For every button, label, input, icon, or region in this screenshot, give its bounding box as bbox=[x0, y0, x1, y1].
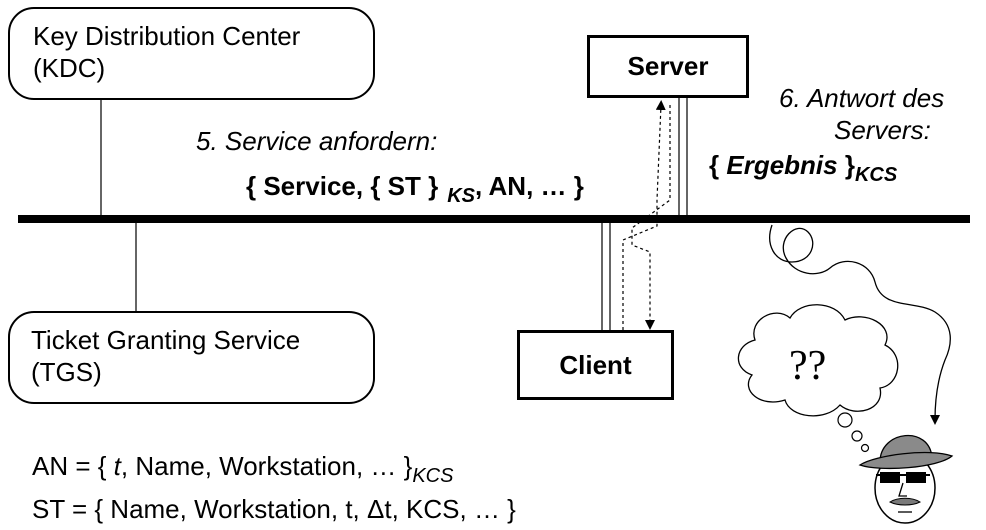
thought-bubble-small bbox=[860, 443, 870, 453]
step6-msg-word: Ergebnis bbox=[726, 150, 838, 180]
kdc-box: Key Distribution Center (KDC) bbox=[8, 7, 375, 100]
step6-title-line2: Servers: bbox=[834, 115, 931, 145]
step6-msg-key: KCS bbox=[854, 164, 898, 186]
request-arrow bbox=[622, 100, 666, 330]
kdc-abbrev: (KDC) bbox=[33, 53, 106, 83]
client-box: Client bbox=[517, 330, 674, 400]
response-arrow bbox=[631, 105, 671, 330]
thought-text: ?? bbox=[789, 343, 827, 389]
step5-title: 5. Service anfordern: bbox=[196, 126, 438, 156]
step5-msg-open: { Service, { ST } bbox=[246, 171, 439, 201]
formula-an-prefix: AN = { bbox=[32, 451, 107, 481]
server-box: Server bbox=[587, 35, 749, 98]
formula-an: AN = { t, Name, Workstation, … }KCS bbox=[32, 450, 453, 486]
tgs-box: Ticket Granting Service (TGS) bbox=[8, 311, 375, 404]
eavesdrop-squiggle bbox=[769, 224, 951, 425]
formula-st: ST = { Name, Workstation, t, Δt, KCS, … … bbox=[32, 494, 516, 524]
thought-bubble-medium bbox=[851, 430, 863, 442]
thought-bubble-large bbox=[837, 412, 853, 428]
step6-message: { Ergebnis }KCS bbox=[709, 149, 897, 185]
kdc-name: Key Distribution Center bbox=[33, 21, 301, 51]
thought-cloud bbox=[737, 304, 899, 417]
step6-msg-open: { bbox=[709, 150, 720, 180]
client-label: Client bbox=[559, 349, 632, 380]
step6-msg-close: } bbox=[844, 150, 855, 180]
step6-title-line1: 6. Antwort des bbox=[779, 83, 945, 113]
spy-icon bbox=[858, 434, 954, 524]
step5-message: { Service, { ST } KS, AN, … } bbox=[246, 170, 584, 206]
step5-msg-key: KS bbox=[447, 185, 476, 207]
formula-an-key: KCS bbox=[412, 465, 454, 487]
tgs-abbrev: (TGS) bbox=[31, 357, 102, 387]
server-label: Server bbox=[627, 51, 709, 81]
step5-msg-rest: , AN, … } bbox=[475, 171, 584, 201]
tgs-name: Ticket Granting Service bbox=[31, 325, 301, 355]
formula-an-t: t bbox=[113, 451, 121, 481]
formula-an-rest: , Name, Workstation, … } bbox=[120, 451, 413, 481]
